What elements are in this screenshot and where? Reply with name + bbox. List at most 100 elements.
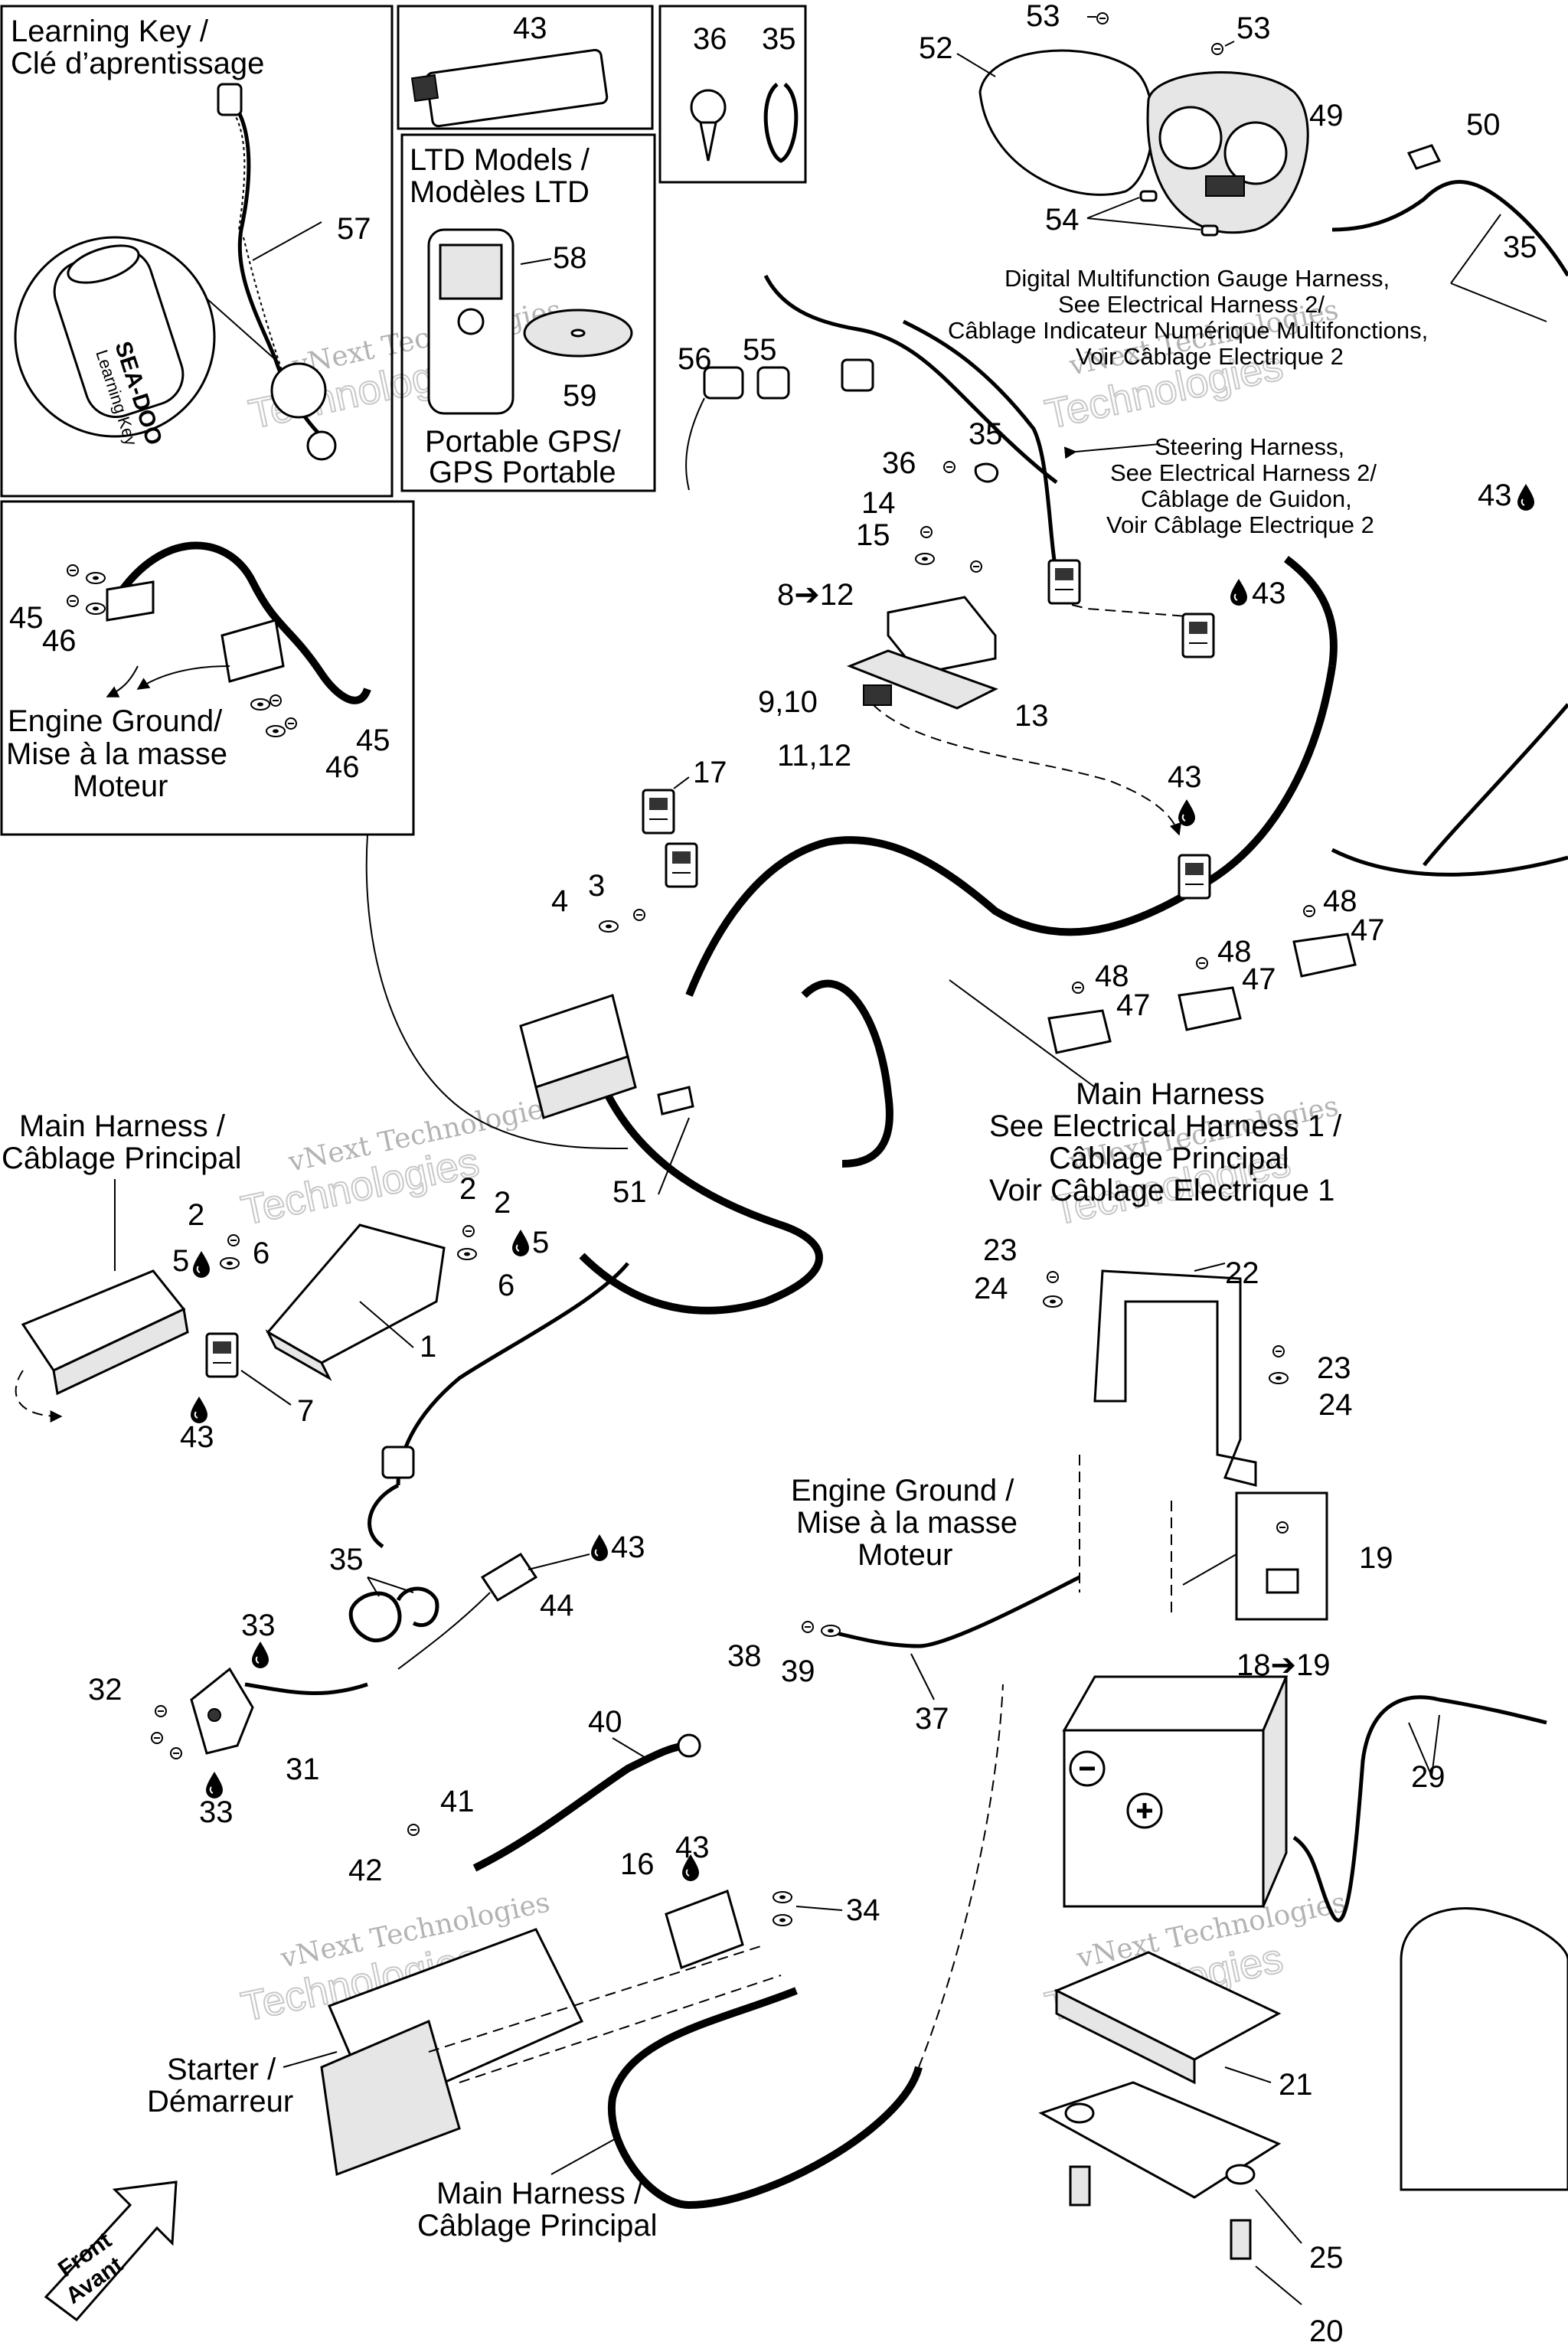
callout-text: Voir Câblage Electrique 1 <box>989 1174 1334 1207</box>
screw-icon <box>407 1824 420 1836</box>
connector-43 <box>1178 854 1211 900</box>
screw-icon <box>802 1621 814 1633</box>
bracket-flange <box>265 1329 332 1381</box>
cd-hole <box>570 328 586 338</box>
main-harness <box>1283 556 1338 667</box>
part-number-19: 19 <box>1359 1541 1393 1575</box>
grommet <box>1139 190 1158 202</box>
callout-text: Câblage de Guidon, <box>1141 485 1352 512</box>
harness-clip-47 <box>1292 933 1357 978</box>
hardware-box <box>1235 1491 1328 1621</box>
sealant-tube-panel: 43 <box>397 5 654 130</box>
battery-top <box>1062 1675 1289 1732</box>
battery-side <box>1262 1676 1288 1907</box>
part-number-47: 47 <box>1116 988 1151 1022</box>
washer-icon <box>1269 1372 1289 1384</box>
leader-line <box>283 2051 338 2068</box>
steering-connector <box>1047 559 1081 605</box>
part-number-53: 53 <box>1236 11 1271 45</box>
screw-icon <box>155 1705 167 1717</box>
part-number-48: 48 <box>1217 935 1252 969</box>
liquid-drop-icon <box>251 1641 270 1669</box>
gps-caption: Portable GPS/ <box>425 425 622 459</box>
panel-title: Modèles LTD <box>410 175 590 209</box>
callout-text: Digital Multifunction Gauge Harness, <box>1004 265 1390 292</box>
gps-caption: GPS Portable <box>429 456 616 489</box>
module-area: 14 15 8➔12 9,10 11,12 13 43 <box>758 486 1202 836</box>
part-number-9-10: 9,10 <box>758 685 818 719</box>
callout-text: Câblage Principal <box>417 2209 658 2243</box>
steering-connector-mate <box>1181 612 1215 658</box>
part-number-2: 2 <box>459 1172 476 1206</box>
part-number-5: 5 <box>172 1244 189 1278</box>
main-harness-area: 17 3 4 48 47 48 47 48 47 51 Main Harness… <box>365 556 1568 1315</box>
washer-icon <box>1043 1295 1063 1308</box>
outline-arc <box>365 834 629 1149</box>
branch-wire <box>1423 703 1568 867</box>
module-plate <box>846 649 998 710</box>
connection-line <box>15 1370 63 1423</box>
part-number-4: 4 <box>551 884 568 918</box>
screw-head <box>690 89 727 126</box>
gps-screen <box>439 243 503 300</box>
leader-line <box>520 258 552 265</box>
leader-line <box>956 53 996 77</box>
harness-wire <box>368 1483 400 1549</box>
part-number-58: 58 <box>553 241 587 275</box>
screw-icon <box>67 564 79 577</box>
sealant-tube <box>425 48 609 128</box>
washer-icon <box>266 725 286 737</box>
leader-line <box>612 1737 652 1762</box>
cable-tie <box>763 83 799 163</box>
leader-line <box>658 1117 690 1195</box>
part-number-38: 38 <box>727 1639 762 1673</box>
plate-hole <box>1225 2164 1256 2185</box>
part-number-50: 50 <box>1466 108 1501 142</box>
panel-title: Clé d’aprentissage <box>11 47 264 80</box>
part-number-47: 47 <box>1351 913 1385 947</box>
leader-line <box>359 1301 414 1348</box>
screw-icon <box>1072 982 1084 994</box>
cable-tie <box>348 1591 402 1643</box>
ground-cable-37 <box>826 1575 1081 1648</box>
module-body <box>887 596 997 675</box>
main-harness-loop <box>579 1070 823 1315</box>
start-switch-area: 35 44 43 33 32 31 33 <box>88 1530 645 1829</box>
screw-icon <box>1272 1345 1285 1357</box>
part-number-41: 41 <box>440 1785 475 1818</box>
part-number-23: 23 <box>1317 1351 1351 1385</box>
panel-caption: Mise à la masse <box>6 737 227 771</box>
arrow <box>106 665 139 697</box>
connection-line <box>428 1944 766 2053</box>
part-number-23: 23 <box>983 1233 1018 1267</box>
screw-icon <box>1096 12 1109 24</box>
gps-wire <box>763 274 1058 484</box>
part-number-16: 16 <box>620 1847 655 1881</box>
part-number-31: 31 <box>286 1753 320 1786</box>
part-number-18-19: 18➔19 <box>1236 1648 1331 1682</box>
panel-caption: Engine Ground/ <box>8 704 223 738</box>
learning-key-panel: Learning Key / Clé d’aprentissage SEA-DO… <box>0 5 394 498</box>
bolt-icon <box>1276 1521 1289 1534</box>
part-number-52: 52 <box>919 31 953 65</box>
screw-icon <box>920 526 933 538</box>
leader-line <box>1224 2066 1272 2083</box>
liquid-drop-icon <box>1230 578 1248 606</box>
lanyard-ring <box>306 430 337 461</box>
leader-line <box>949 979 1096 1088</box>
connector <box>665 842 698 888</box>
part-number-14: 14 <box>861 486 896 520</box>
cable-terminal <box>677 1733 701 1758</box>
leader-line <box>795 1906 843 1911</box>
washer-icon <box>457 1248 477 1260</box>
leader-line <box>910 1653 935 1700</box>
part-number-33: 33 <box>199 1795 234 1829</box>
liquid-drop-icon <box>1517 483 1535 511</box>
screw-icon <box>67 595 79 607</box>
part-number-24: 24 <box>1318 1388 1353 1422</box>
liquid-drop-icon <box>590 1534 609 1562</box>
switch-button <box>207 1708 221 1722</box>
magnifier-line <box>206 298 276 361</box>
leader-line <box>1194 1263 1226 1272</box>
part-number-59: 59 <box>563 379 597 413</box>
